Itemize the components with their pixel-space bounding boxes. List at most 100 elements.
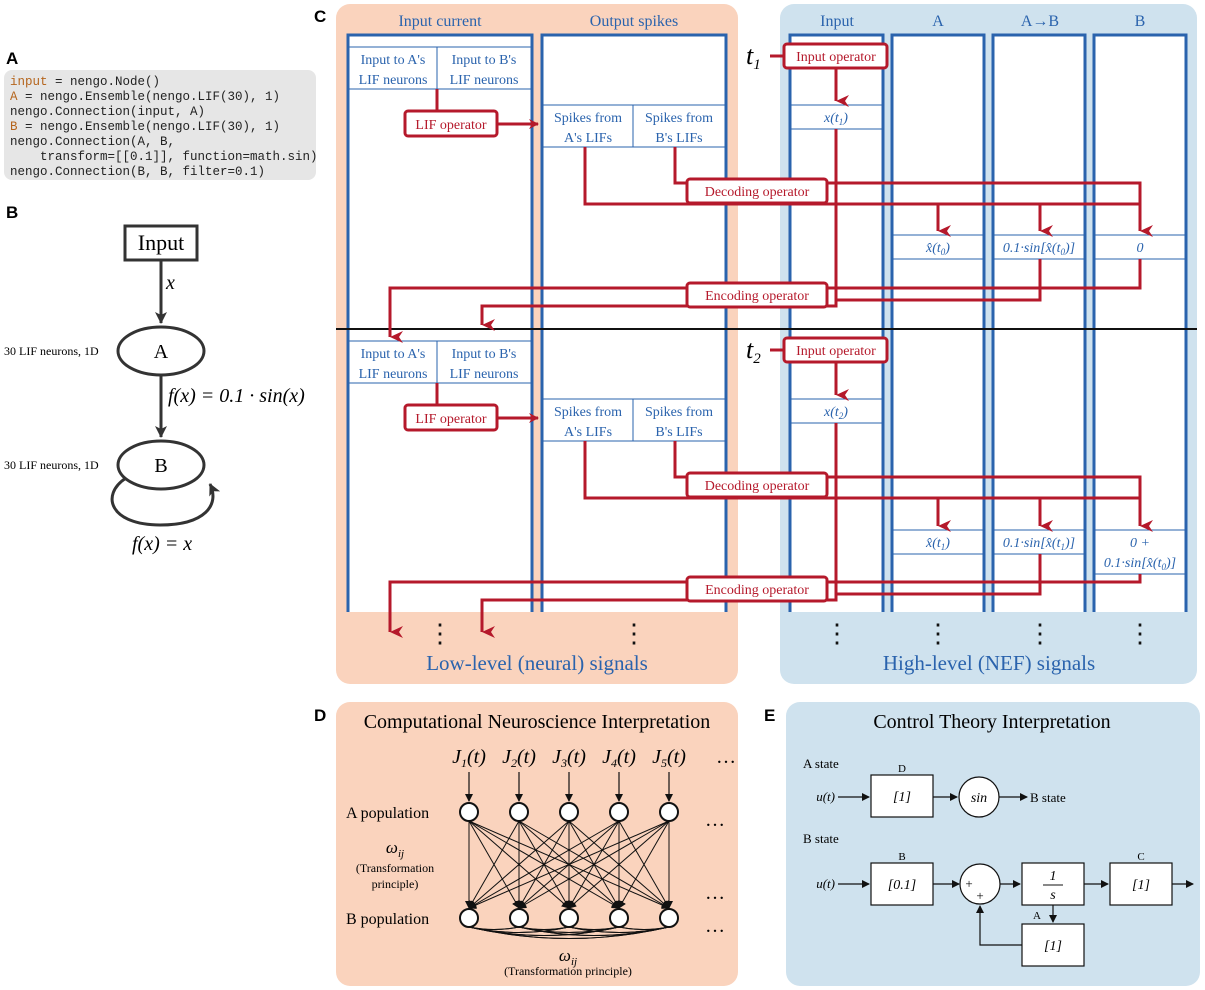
svg-text:Encoding operator: Encoding operator	[705, 289, 809, 304]
currents-dots: …	[716, 746, 736, 768]
a-block	[1021, 923, 1085, 967]
ensemble-b	[116, 439, 206, 491]
neuro-title: Computational Neuroscience Interpretatio…	[364, 711, 711, 733]
panel-d-letter: D	[314, 706, 326, 725]
svg-text:J1(t): J1(t)	[452, 746, 486, 770]
svg-text:⋮: ⋮	[621, 619, 647, 648]
svg-text:nengo.Connection(A, B,: nengo.Connection(A, B,	[10, 135, 175, 149]
b-block	[870, 862, 934, 906]
low-level-label: Low-level (neural) signals	[426, 651, 648, 675]
neuron-b-1	[459, 908, 479, 928]
svg-text:Spikes from: Spikes from	[554, 111, 622, 126]
ensemble-b-neurons: 30 LIF neurons, 1D	[4, 458, 99, 472]
time-label-t1: t1	[746, 41, 761, 73]
input-node	[123, 224, 199, 262]
svg-text:B's LIFs: B's LIFs	[655, 425, 702, 440]
feedback-arrow	[976, 905, 1022, 946]
ff-edge-5-2	[518, 820, 670, 909]
decoding-operator-t2	[685, 471, 829, 499]
svg-text:J4(t): J4(t)	[602, 746, 636, 770]
neuron-a-2	[509, 802, 529, 822]
panel-c: C Input current Output spikes Input A A→…	[314, 4, 1197, 684]
svg-text:LIF neurons: LIF neurons	[359, 367, 428, 382]
omega-recurrent: ωij	[559, 946, 577, 968]
svg-text:Input to B's: Input to B's	[452, 347, 517, 362]
svg-text:LIF operator: LIF operator	[415, 118, 486, 133]
recurrent-arrow	[110, 476, 221, 527]
svg-text:A = nengo.Ensemble(nengo.LIF(3: A = nengo.Ensemble(nengo.LIF(30), 1)	[10, 90, 280, 104]
transform-bottom: (Transformation principle)	[504, 964, 632, 978]
svg-text:⋮: ⋮	[1127, 619, 1153, 648]
svg-text:J2(t): J2(t)	[502, 746, 536, 770]
control-title: Control Theory Interpretation	[873, 711, 1110, 733]
svg-text:Spikes from: Spikes from	[645, 405, 713, 420]
nef-values-t2: x(t2) x̂(t1) 0.1·sin[x̂(t1)] 0 + 0.1·sin…	[823, 405, 1176, 572]
col-b: B	[1135, 13, 1146, 30]
a-population-label: A population	[346, 805, 429, 822]
integrator-num: 1	[1050, 869, 1057, 884]
input-node-label: Input	[138, 230, 184, 255]
sum-plus-1: +	[965, 876, 972, 891]
input-operator-t1	[782, 42, 889, 70]
ff-edge-5-3	[568, 820, 670, 909]
cell-texts-t2: Input to A's LIF neurons Input to B's LI…	[359, 347, 714, 440]
svg-text:input = nengo.Node(): input = nengo.Node()	[10, 75, 160, 89]
b-pop-dots: …	[705, 915, 725, 937]
control-region	[786, 702, 1200, 986]
ff-edge-5-1	[468, 820, 670, 909]
panel-e: E Control Theory Interpretation A state …	[764, 702, 1200, 986]
decoding-operator-t1	[685, 177, 829, 205]
sum-plus-2: +	[976, 888, 983, 903]
encoding-operator-t1	[685, 281, 829, 309]
svg-text:B's LIFs: B's LIFs	[655, 131, 702, 146]
neuron-nodes	[459, 802, 679, 928]
continuation-dots: ⋮ ⋮ ⋮ ⋮ ⋮ ⋮	[427, 619, 1153, 648]
svg-text:Input to A's: Input to A's	[361, 53, 426, 68]
svg-text:J3(t): J3(t)	[552, 746, 586, 770]
svg-text:x(t2): x(t2)	[823, 405, 848, 421]
svg-text:Input operator: Input operator	[796, 344, 876, 359]
svg-text:Decoding operator: Decoding operator	[705, 185, 810, 200]
c-label: C	[1137, 851, 1144, 863]
svg-text:Spikes from: Spikes from	[554, 405, 622, 420]
bb-function: f(x) = x	[132, 533, 192, 555]
neuron-a-5	[659, 802, 679, 822]
svg-text:LIF neurons: LIF neurons	[450, 367, 519, 382]
b-state-output: B state	[1030, 790, 1066, 805]
svg-text:A's LIFs: A's LIFs	[564, 131, 612, 146]
svg-text:A's LIFs: A's LIFs	[564, 425, 612, 440]
svg-text:LIF neurons: LIF neurons	[359, 73, 428, 88]
b-state-label: B state	[803, 831, 839, 846]
nef-values-t1: x(t1) x̂(t0) 0.1·sin[x̂(t0)] 0	[823, 111, 1143, 257]
code-block	[4, 70, 316, 180]
ensemble-b-label: B	[154, 455, 167, 477]
column-outlines	[346, 33, 1188, 612]
encoding-operator-t2	[685, 575, 829, 603]
input-operator-t2	[782, 336, 889, 364]
neuron-b-3	[559, 908, 579, 928]
operator-boxes: Input operator LIF operator Decoding ope…	[403, 42, 889, 603]
c-value: [1]	[1132, 878, 1150, 893]
ff-edge-3-1	[468, 820, 570, 909]
neuro-region	[336, 702, 738, 986]
panel-a-letter: A	[6, 49, 18, 68]
svg-text:⋮: ⋮	[1027, 619, 1053, 648]
panel-c-letter: C	[314, 7, 326, 26]
svg-text:J5(t): J5(t)	[652, 746, 686, 770]
col-ab: A→B	[1021, 13, 1059, 30]
rec-edge-5-4	[618, 926, 670, 930]
svg-text:LIF operator: LIF operator	[415, 412, 486, 427]
b-value: [0.1]	[888, 878, 916, 893]
d-label: D	[898, 763, 906, 775]
network-edges	[465, 820, 673, 939]
neuron-b-5	[659, 908, 679, 928]
u-input-b: u(t)	[816, 876, 835, 891]
neuron-a-1	[459, 802, 479, 822]
svg-text:0: 0	[1137, 241, 1144, 256]
a-pop-dots: …	[705, 809, 725, 831]
svg-text:⋮: ⋮	[824, 619, 850, 648]
input-currents: J1(t) J2(t) J3(t) J4(t) J5(t)	[452, 746, 686, 770]
col-a: A	[932, 13, 944, 30]
lif-operator-t1	[403, 109, 499, 138]
